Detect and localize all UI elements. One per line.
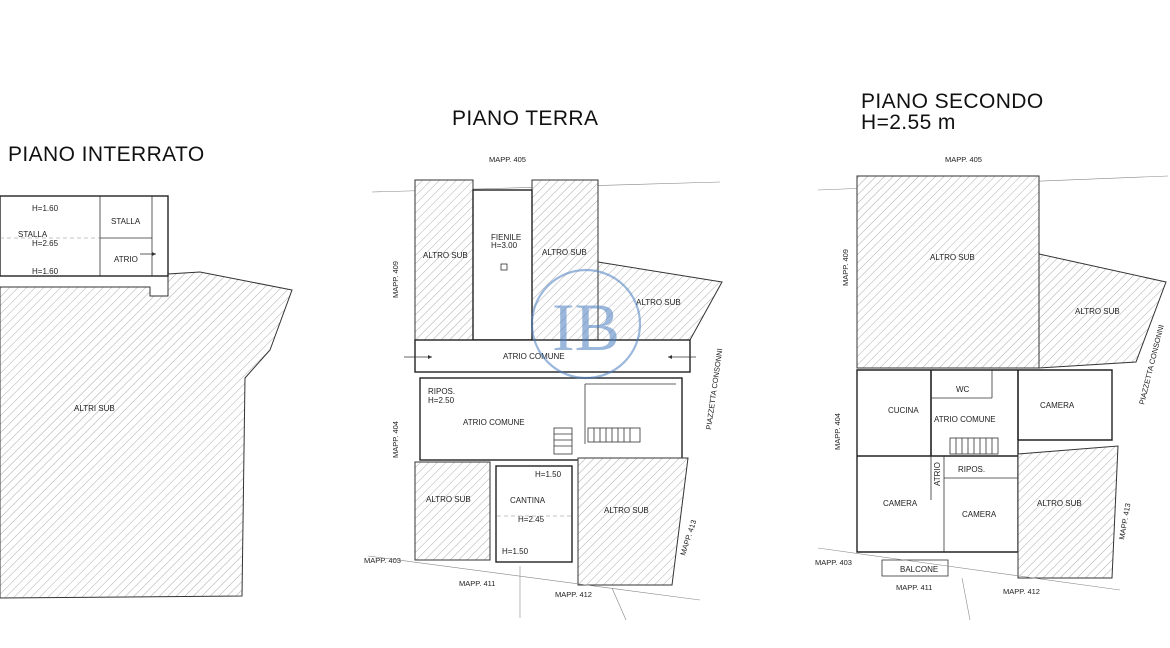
title-secondo-line1: PIANO SECONDO (861, 90, 1044, 113)
room-stalla (0, 195, 169, 277)
stair-terra (553, 427, 641, 455)
label-secondo-mapp-411: MAPP. 411 (896, 583, 932, 592)
label-terra-piazzetta: PIAZZETTA CONSONNI (704, 348, 724, 430)
room-cantina (495, 465, 573, 563)
label-terra-mapp-413: MAPP. 413 (678, 519, 698, 557)
label-terra-altro-sub-br: ALTRO SUB (604, 506, 649, 515)
label-terra-mapp-404: MAPP. 404 (391, 421, 400, 458)
label-wc: WC (956, 385, 970, 394)
plan-terra: PIANO TERRA MAPP. 405 MAPP. 409 MAPP. 40… (364, 107, 724, 621)
label-secondo-mapp-405: MAPP. 405 (945, 155, 982, 164)
label-terra-altro-sub-right: ALTRO SUB (636, 298, 681, 307)
label-h150-top: H=1.50 (535, 470, 562, 479)
label-terra-mapp-412: MAPP. 412 (555, 590, 592, 599)
label-camera-left: CAMERA (883, 499, 918, 508)
label-stalla-small: STALLA (111, 217, 141, 226)
label-terra-altro-sub-mid: ALTRO SUB (542, 248, 587, 257)
area-secondo-altro-sub-top (856, 175, 1040, 369)
area-terra-altro-sub-bl (414, 461, 491, 561)
area-terra-altro-sub-left (414, 179, 474, 341)
title-terra: PIANO TERRA (452, 107, 598, 130)
label-secondo-mapp-412: MAPP. 412 (1003, 587, 1040, 596)
area-secondo-altro-sub-br (1017, 445, 1119, 579)
label-atrio-comune: ATRIO COMUNE (463, 418, 525, 427)
room-fienile (472, 189, 533, 341)
label-terra-altro-sub-bl: ALTRO SUB (426, 495, 471, 504)
label-terra-altro-sub-left: ALTRO SUB (423, 251, 468, 260)
label-altri-sub: ALTRI SUB (74, 404, 115, 413)
label-terra-mapp-411: MAPP. 411 (459, 579, 495, 588)
label-secondo-mapp-404: MAPP. 404 (833, 413, 842, 450)
label-h265: H=2.65 (32, 239, 59, 248)
label-secondo-altro-sub-br: ALTRO SUB (1037, 499, 1082, 508)
label-h150-bot: H=1.50 (502, 547, 529, 556)
area-secondo-altro-sub-right (1038, 253, 1167, 369)
label-secondo-mapp-409: MAPP. 409 (841, 249, 850, 286)
label-fienile: FIENILE (491, 233, 521, 242)
label-atrio-comune-top: ATRIO COMUNE (503, 352, 565, 361)
label-secondo-mapp-413: MAPP. 413 (1117, 502, 1132, 540)
label-secondo-altro-sub-right: ALTRO SUB (1075, 307, 1120, 316)
label-secondo-atrio-comune: ATRIO COMUNE (934, 415, 996, 424)
label-secondo-ripos: RIPOS. (958, 465, 985, 474)
label-terra-mapp-403: MAPP. 403 (364, 556, 401, 565)
label-h160-bot: H=1.60 (32, 267, 59, 276)
plan-interrato: PIANO INTERRATO ALTRI SUB H=1.60 STALLA … (0, 143, 293, 599)
label-cantina: CANTINA (510, 496, 546, 505)
label-camera-mid: CAMERA (962, 510, 997, 519)
label-ripos-h: H=2.50 (428, 396, 455, 405)
label-secondo-altro-sub-top: ALTRO SUB (930, 253, 975, 262)
plan-secondo: PIANO SECONDO H=2.55 m MAPP. 405 MAPP. 4… (815, 90, 1169, 621)
room-atrio-comune (419, 377, 683, 461)
label-cucina: CUCINA (888, 406, 919, 415)
area-altri-sub (0, 271, 293, 599)
area-terra-altro-sub-br (577, 457, 689, 586)
watermark-letters: IB (552, 289, 620, 365)
label-secondo-mapp-403: MAPP. 403 (815, 558, 852, 567)
label-ripos: RIPOS. (428, 387, 455, 396)
title-interrato: PIANO INTERRATO (8, 143, 205, 166)
title-secondo-line2: H=2.55 m (861, 111, 956, 134)
label-h245: H=2.45 (518, 515, 545, 524)
label-camera-right: CAMERA (1040, 401, 1075, 410)
label-atrio-interrato: ATRIO (114, 255, 138, 264)
label-secondo-atrio: ATRIO (933, 462, 942, 486)
label-h160-top: H=1.60 (32, 204, 59, 213)
label-stalla-main: STALLA (18, 230, 48, 239)
label-terra-mapp-409: MAPP. 409 (391, 261, 400, 298)
watermark-logo: IB (530, 268, 642, 380)
label-fienile-h: H=3.00 (491, 241, 518, 250)
stair-secondo (949, 437, 999, 455)
balcone (881, 559, 949, 577)
label-terra-mapp-405: MAPP. 405 (489, 155, 526, 164)
label-balcone: BALCONE (900, 565, 938, 574)
